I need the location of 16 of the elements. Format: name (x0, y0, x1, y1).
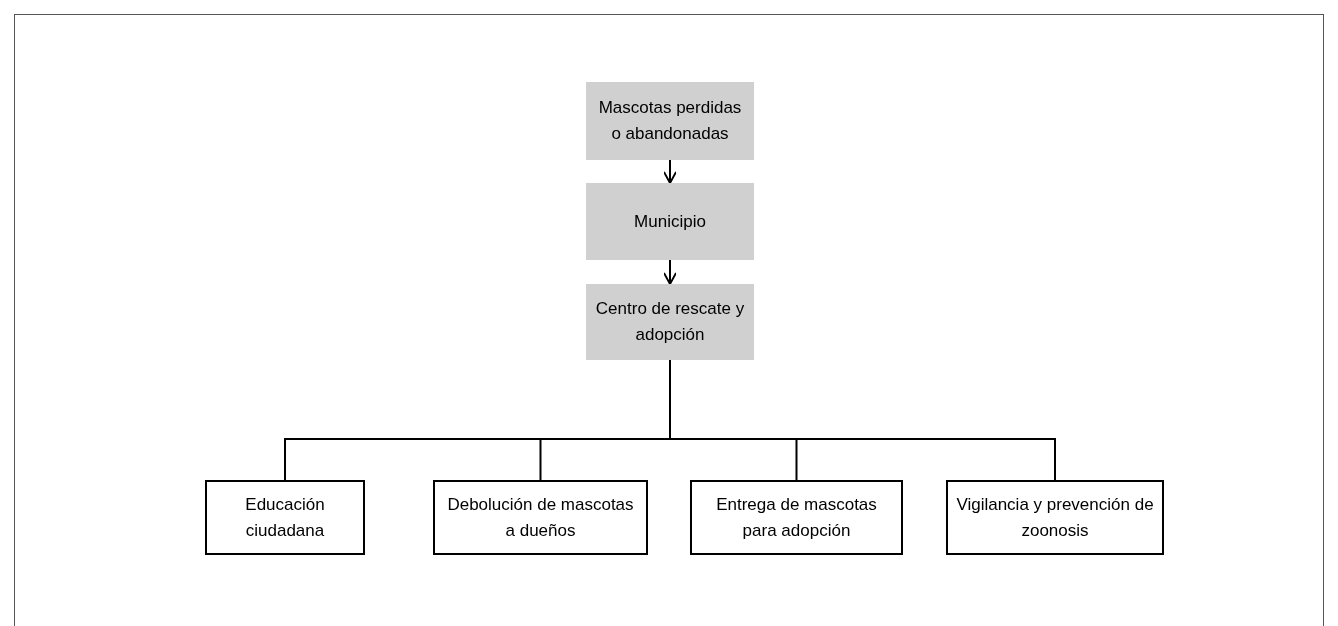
function-box (205, 480, 365, 555)
box-text: Educación ciudadana (244, 493, 326, 542)
function-box (690, 480, 903, 555)
arrow (663, 259, 677, 285)
function-box (946, 480, 1164, 555)
box-text: Municipio (634, 210, 706, 233)
box-text: Mascotas perdidas o abandonadas (597, 97, 743, 145)
arrow (663, 159, 677, 184)
process-box (586, 284, 754, 360)
box-text: Debolución de mascotas a dueños (446, 493, 635, 542)
process-box (586, 82, 754, 160)
box-text: Centro de rescate y adopción (594, 298, 746, 346)
function-box (433, 480, 648, 555)
process-box (586, 183, 754, 260)
box-text: Entrega de mascotas para adopción (715, 493, 878, 542)
box-text: Vigilancia y prevención de zoonosis (956, 493, 1154, 542)
